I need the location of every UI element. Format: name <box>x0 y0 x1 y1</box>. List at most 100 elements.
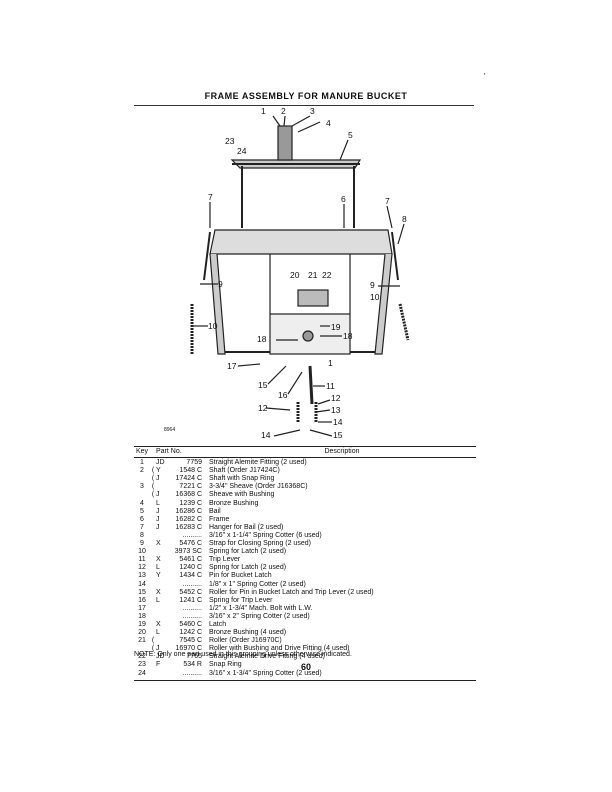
row-description: Roller for Pin in Bucket Latch and Trip … <box>209 588 374 596</box>
callout-19: 19 <box>331 322 341 332</box>
callout-21: 21 <box>308 270 318 280</box>
row-part-prefix: L <box>156 596 160 604</box>
callout-1b: 1 <box>328 358 333 368</box>
row-part-number: .......... <box>182 604 202 612</box>
callout-15: 15 <box>258 380 268 390</box>
callout-18b: 18 <box>343 331 353 341</box>
row-part-prefix <box>156 613 166 621</box>
row-part-number: 5461 C <box>179 556 202 564</box>
row-brace: ( <box>151 637 155 645</box>
row-key: 8 <box>140 531 144 539</box>
header-part-no: Part No. <box>156 448 182 455</box>
row-part-prefix: X <box>156 588 161 596</box>
row-part-prefix <box>156 548 166 556</box>
row-description: Hanger for Bail (2 used) <box>209 523 284 531</box>
callout-7b: 7 <box>385 196 390 206</box>
row-description: Trip Lever <box>209 556 241 564</box>
row-part-prefix: JD <box>156 653 165 661</box>
row-part-number: 5460 C <box>179 620 202 628</box>
margin-mark: ' <box>484 72 486 81</box>
row-description: 3-3/4" Sheave (Order J16368C) <box>209 483 308 491</box>
callout-12: 12 <box>331 393 341 403</box>
row-part-prefix: X <box>156 620 161 628</box>
row-key: 6 <box>140 515 144 523</box>
callout-10b: 10 <box>370 292 380 302</box>
row-brace: ( <box>151 491 155 499</box>
row-part-prefix: F <box>156 661 161 669</box>
row-part-prefix: L <box>156 499 160 507</box>
row-part-prefix <box>156 483 166 491</box>
row-part-prefix: X <box>156 540 161 548</box>
row-description: Snap Ring <box>209 661 242 669</box>
roller <box>302 330 314 342</box>
callout-18: 18 <box>257 334 267 344</box>
row-key: 11 <box>138 556 146 564</box>
row-key: 5 <box>140 507 144 515</box>
row-description: 3/16" x 1-1/4" Spring Cotter (6 used) <box>209 531 322 539</box>
callout-24: 24 <box>237 146 247 156</box>
table-row: 14..........1/8" x 1" Spring Cotter (2 u… <box>134 581 476 589</box>
row-key: 13 <box>138 572 146 580</box>
callout-20: 20 <box>290 270 300 280</box>
row-description: Shaft with Snap Ring <box>209 475 275 483</box>
callout-8: 8 <box>402 214 407 224</box>
row-part-prefix: JD <box>156 459 165 467</box>
row-key: 18 <box>138 612 146 620</box>
row-description: Spring for Trip Lever <box>209 596 273 604</box>
row-part-number: 1548 C <box>179 467 202 475</box>
row-description: 1/8" x 1" Spring Cotter (2 used) <box>209 580 306 588</box>
row-part-number: 17424 C <box>175 475 202 483</box>
row-part-number: 16970 C <box>175 645 202 653</box>
row-part-number: 5452 C <box>179 588 202 596</box>
callout-11: 11 <box>326 381 335 391</box>
table-row: 18..........3/16" x 2" Spring Cotter (2 … <box>134 613 476 621</box>
row-description: Strap for Closing Spring (2 used) <box>209 540 311 548</box>
row-part-number: 1242 C <box>179 629 202 637</box>
row-description: Pin for Bucket Latch <box>209 572 272 580</box>
parts-list-header: Key Part No. Description <box>134 446 476 459</box>
row-part-number: 7765 <box>186 653 202 661</box>
row-key: 3 <box>140 483 144 491</box>
row-key: 22 <box>138 653 146 661</box>
latch <box>297 289 329 307</box>
row-key <box>134 475 150 483</box>
callout-5: 5 <box>348 130 353 140</box>
trip-lever <box>308 365 314 405</box>
row-part-number: 7545 C <box>179 637 202 645</box>
page-number: 60 <box>300 662 311 672</box>
row-key: 14 <box>138 580 146 588</box>
callout-1: 1 <box>261 106 266 116</box>
row-description: Bronze Bushing <box>209 499 259 507</box>
row-description: 1/2" x 1-3/4" Mach. Bolt with L.W. <box>209 604 313 612</box>
row-part-number: 1239 C <box>179 499 202 507</box>
table-bottom-rule <box>134 679 476 681</box>
row-key: 17 <box>138 604 146 612</box>
row-part-number: 7221 C <box>179 483 202 491</box>
row-brace: ( <box>151 483 155 491</box>
spring-right <box>398 303 410 341</box>
row-key: 1 <box>140 459 144 467</box>
row-part-number: 1241 C <box>179 596 202 604</box>
callout-labels: 1 2 3 4 5 23 24 7 6 7 8 20 21 22 9 9 10 … <box>164 106 407 440</box>
row-part-number: 16286 C <box>175 507 202 515</box>
row-part-prefix <box>156 637 166 645</box>
callout-7: 7 <box>208 192 213 202</box>
row-part-number: 16368 C <box>175 491 202 499</box>
row-description: Bronze Bushing (4 used) <box>209 629 287 637</box>
table-row: 8.......... 3/16" x 1-1/4" Spring Cotter … <box>134 532 476 540</box>
row-part-number: .......... <box>182 531 202 539</box>
row-part-prefix: J <box>156 507 160 515</box>
